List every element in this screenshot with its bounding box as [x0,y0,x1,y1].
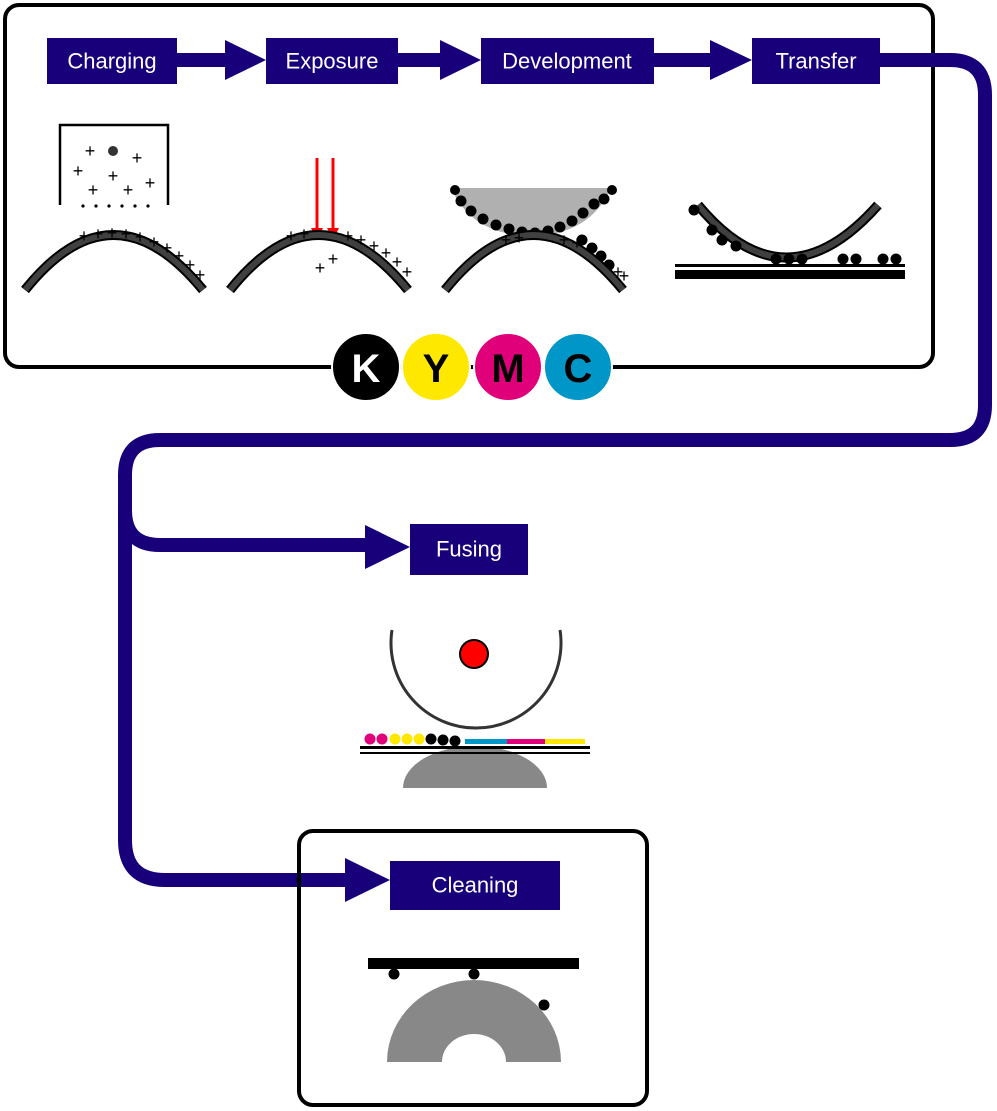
svg-text:+: + [85,141,96,161]
arrow-to-fusing-icon [365,525,410,569]
svg-text:+: + [121,224,132,244]
paper-sheet [675,264,905,267]
svg-text:Y: Y [423,347,450,391]
svg-text:+: + [381,243,392,263]
step-fusing-label: Fusing [436,537,502,562]
step-transfer-label: Transfer [775,49,856,74]
cleaning-illustration [368,958,579,1062]
development-illustration: + + + + + + [441,185,630,294]
svg-text:+: + [356,230,367,250]
svg-text:+: + [93,224,104,244]
svg-text:+: + [123,180,134,200]
paper-sheet [360,746,590,749]
step-development-label: Development [502,49,632,74]
transfer-belt [675,270,905,279]
svg-text:+: + [299,224,310,244]
svg-text:+: + [369,236,380,256]
arrow-right-icon [440,40,481,80]
transfer-illustration [675,201,905,279]
svg-text:+: + [132,148,143,168]
top-flow-arrows [175,40,752,80]
step-exposure-label: Exposure [286,49,379,74]
arrow-right-icon [225,40,266,80]
fused-toner-layer [364,733,585,747]
toner-badge-m: M [473,332,543,402]
svg-text:+: + [343,226,354,246]
step-charging-label: Charging [67,49,156,74]
svg-text:+: + [185,255,196,275]
svg-text:+: + [501,230,512,250]
exposure-illustration: + + + + + + + + + + [226,158,413,294]
svg-text:+: + [402,262,413,282]
cleaning-unit-frame [297,829,649,1107]
cleaning-blade [368,958,579,969]
svg-text:+: + [286,226,297,246]
svg-text:+: + [195,265,206,285]
svg-text:+: + [79,226,90,246]
toner-badge-k: K [331,332,401,402]
heat-roller [389,629,563,730]
step-charging: Charging [47,38,177,84]
step-fusing: Fusing [410,524,528,575]
corona-charger-icon [58,123,170,205]
heater-icon [459,639,489,669]
svg-text:+: + [619,266,630,286]
flow-branch-fusing [118,509,370,552]
svg-text:+: + [107,223,118,243]
svg-text:+: + [108,166,119,186]
svg-text:+: + [135,227,146,247]
arrow-to-cleaning-icon [345,858,390,902]
flow-line [118,53,992,887]
svg-text:+: + [392,252,403,272]
svg-text:K: K [352,347,381,391]
svg-text:+: + [149,232,160,252]
pressure-roller [403,746,547,788]
svg-text:+: + [572,233,583,253]
charging-illustration: + + + + + + + + + + + + + + + + + [21,123,207,294]
svg-text:+: + [174,246,185,266]
svg-text:+: + [145,173,156,193]
step-development: Development [481,38,654,84]
step-exposure: Exposure [266,38,398,84]
svg-text:+: + [315,258,326,278]
svg-text:+: + [88,180,99,200]
svg-text:M: M [491,347,524,391]
step-transfer: Transfer [752,38,880,84]
svg-text:+: + [559,230,570,250]
cleaning-drum [387,980,561,1062]
svg-text:+: + [162,238,173,258]
toner-color-badges: K Y M C [331,332,613,402]
svg-text:+: + [73,161,84,181]
svg-text:+: + [514,228,525,248]
step-cleaning: Cleaning [390,861,560,910]
svg-text:C: C [564,347,593,391]
arrow-right-icon [710,40,752,80]
svg-text:+: + [328,249,339,269]
toner-particles [688,204,902,265]
svg-text:+: + [613,262,624,282]
fusing-illustration [360,629,590,788]
toner-badge-y: Y [401,332,471,402]
toner-badge-c: C [543,332,613,402]
step-cleaning-label: Cleaning [432,873,519,898]
